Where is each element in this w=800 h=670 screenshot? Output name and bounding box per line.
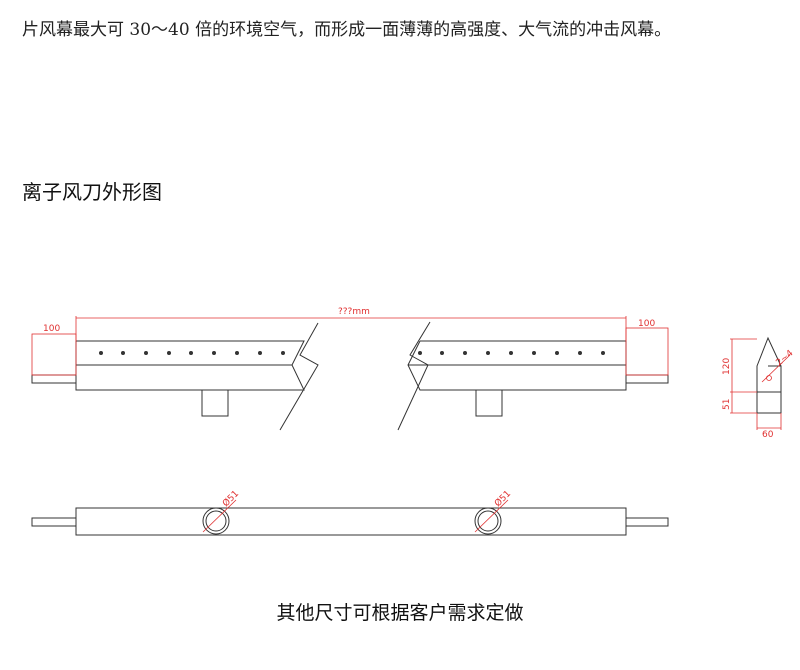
bottom-right-rod xyxy=(625,517,669,527)
port-right-circle xyxy=(474,507,502,535)
dim-height-bottom: 51 xyxy=(722,399,732,410)
section-title: 离子风刀外形图 xyxy=(22,180,162,204)
bottom-left-rod xyxy=(31,517,77,527)
dim-left-end: 100 xyxy=(43,324,60,334)
right-end-dimension-box xyxy=(625,327,669,376)
right-body-outline xyxy=(407,340,627,391)
right-break-line xyxy=(397,321,431,431)
left-end-dimension-box xyxy=(31,333,77,376)
left-bottom-port xyxy=(201,389,229,417)
custom-size-caption: 其他尺寸可根据客户需求定做 xyxy=(276,602,524,624)
front-view xyxy=(31,321,669,431)
side-profile xyxy=(756,336,782,393)
left-break-line xyxy=(279,322,319,431)
side-base xyxy=(756,391,782,414)
left-end-rod xyxy=(31,374,77,384)
dim-nozzle: 2~4 xyxy=(775,348,796,368)
dim-right-end: 100 xyxy=(638,319,655,329)
dim-port-right: Ø51 xyxy=(492,488,513,509)
nozzle-holes xyxy=(99,351,605,355)
right-bottom-port xyxy=(475,389,503,417)
dim-total-length: ???mm xyxy=(338,307,370,317)
bottom-view xyxy=(31,507,669,536)
dim-width: 60 xyxy=(762,430,774,440)
bottom-body xyxy=(75,507,627,536)
dim-port-left: Ø51 xyxy=(220,488,241,509)
left-body-outline xyxy=(75,340,305,391)
front-dimensions xyxy=(31,316,669,376)
right-end-rod xyxy=(625,374,669,384)
dim-height-top: 120 xyxy=(722,358,732,375)
port-left-circle xyxy=(202,507,230,535)
intro-paragraph: 片风幕最大可 30～40 倍的环境空气，而形成一面薄薄的高强度、大气流的冲击风幕… xyxy=(22,20,672,40)
